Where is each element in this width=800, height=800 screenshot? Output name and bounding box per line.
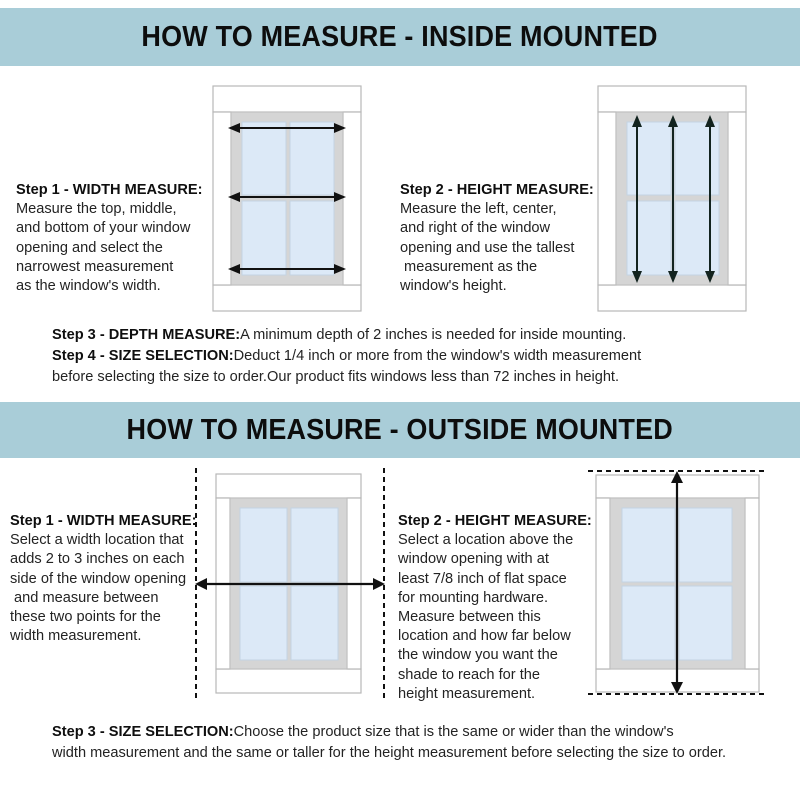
step-1-line-2-outside: adds 2 to 3 inches on each bbox=[10, 551, 185, 568]
step-2-height-measure-outside: Step 2 - HEIGHT MEASURE: Select a locati… bbox=[398, 512, 598, 704]
width-arrow-top bbox=[228, 123, 346, 133]
step-1-line-5-outside: these two points for the bbox=[10, 609, 161, 626]
step-4-size-selection-inside: Step 4 - SIZE SELECTION:Deduct 1/4 inch … bbox=[52, 346, 772, 367]
step-1-line-4-outside: and measure between bbox=[10, 589, 159, 606]
step-3-lead-inside: Step 3 - DEPTH MEASURE: bbox=[52, 327, 241, 343]
step-3-size-selection-outside: Step 3 - SIZE SELECTION:Choose the produ… bbox=[52, 722, 782, 743]
step-2-line-5-outside: Measure between this bbox=[398, 609, 541, 626]
step-3-body-line-1-outside: Choose the product size that is the same… bbox=[233, 724, 674, 740]
step-1-line-5-inside: as the window's width. bbox=[16, 278, 161, 295]
height-arrow-left bbox=[632, 115, 642, 283]
step-4-body-line-2-inside: before selecting the size to order.Our p… bbox=[52, 369, 620, 385]
step-1-line-3-inside: opening and select the bbox=[16, 239, 163, 256]
step-1-line-3-outside: side of the window opening bbox=[10, 570, 187, 587]
window-diagram-height-outside bbox=[578, 462, 783, 704]
height-arrow-outside bbox=[671, 471, 683, 694]
step-2-line-4-outside: for mounting hardware. bbox=[398, 589, 549, 606]
step-2-line-7-outside: the window you want the bbox=[398, 647, 558, 664]
step-2-line-1-outside: Select a location above the bbox=[398, 532, 574, 549]
step-1-width-measure-outside: Step 1 - WIDTH MEASURE: Select a width l… bbox=[10, 512, 210, 646]
width-arrow-bottom bbox=[228, 264, 346, 274]
step-1-lead-inside: Step 1 - WIDTH MEASURE: bbox=[16, 182, 203, 198]
step-1-line-4-inside: narrowest measurement bbox=[16, 258, 174, 275]
outside-notes: Step 3 - SIZE SELECTION:Choose the produ… bbox=[52, 722, 782, 764]
step-2-lead-outside: Step 2 - HEIGHT MEASURE: bbox=[398, 513, 592, 529]
step-3-body-inside: A minimum depth of 2 inches is needed fo… bbox=[240, 327, 627, 343]
step-2-line-2-outside: window opening with at bbox=[398, 551, 549, 568]
window-diagram-width-outside bbox=[188, 464, 393, 704]
step-1-line-1-outside: Select a width location that bbox=[10, 532, 184, 549]
step-2-line-1-inside: Measure the left, center, bbox=[400, 201, 557, 218]
step-3-depth-measure-inside: Step 3 - DEPTH MEASURE:A minimum depth o… bbox=[52, 325, 772, 346]
step-2-line-8-outside: shade to reach for the bbox=[398, 666, 540, 683]
step-4-lead-inside: Step 4 - SIZE SELECTION: bbox=[52, 348, 234, 364]
step-2-line-3-inside: opening and use the tallest bbox=[400, 239, 575, 256]
step-3-body-line-2-outside: width measurement and the same or taller… bbox=[52, 745, 727, 761]
step-2-line-3-outside: least 7/8 inch of flat space bbox=[398, 570, 567, 587]
height-arrow-center bbox=[668, 115, 678, 283]
step-1-width-measure-inside: Step 1 - WIDTH MEASURE: Measure the top,… bbox=[16, 181, 231, 296]
section-header-inside-mounted: HOW TO MEASURE - INSIDE MOUNTED bbox=[0, 8, 800, 66]
step-2-lead-inside: Step 2 - HEIGHT MEASURE: bbox=[400, 182, 594, 198]
width-arrow-middle bbox=[228, 192, 346, 202]
window-diagram-height-inside bbox=[588, 84, 756, 314]
step-1-line-6-outside: width measurement. bbox=[10, 628, 142, 645]
width-arrow-outside bbox=[195, 578, 385, 590]
step-1-line-1-inside: Measure the top, middle, bbox=[16, 201, 177, 218]
section-title-outside: HOW TO MEASURE - OUTSIDE MOUNTED bbox=[126, 413, 674, 446]
step-3-lead-outside: Step 3 - SIZE SELECTION: bbox=[52, 724, 234, 740]
inside-notes: Step 3 - DEPTH MEASURE:A minimum depth o… bbox=[52, 325, 772, 388]
step-2-line-6-outside: location and how far below bbox=[398, 628, 571, 645]
step-2-line-9-outside: height measurement. bbox=[398, 685, 536, 702]
section-header-outside-mounted: HOW TO MEASURE - OUTSIDE MOUNTED bbox=[0, 402, 800, 458]
step-2-height-measure-inside: Step 2 - HEIGHT MEASURE: Measure the lef… bbox=[400, 181, 615, 296]
section-title-inside: HOW TO MEASURE - INSIDE MOUNTED bbox=[141, 20, 659, 53]
window-diagram-width-inside bbox=[203, 84, 371, 314]
step-2-line-5-inside: window's height. bbox=[400, 278, 507, 295]
step-4-body-line-1-inside: Deduct 1/4 inch or more from the window'… bbox=[233, 348, 642, 364]
height-arrow-right bbox=[705, 115, 715, 283]
step-1-line-2-inside: and bottom of your window bbox=[16, 220, 191, 237]
step-2-line-2-inside: and right of the window bbox=[400, 220, 551, 237]
step-1-lead-outside: Step 1 - WIDTH MEASURE: bbox=[10, 513, 197, 529]
step-2-line-4-inside: measurement as the bbox=[400, 258, 538, 275]
